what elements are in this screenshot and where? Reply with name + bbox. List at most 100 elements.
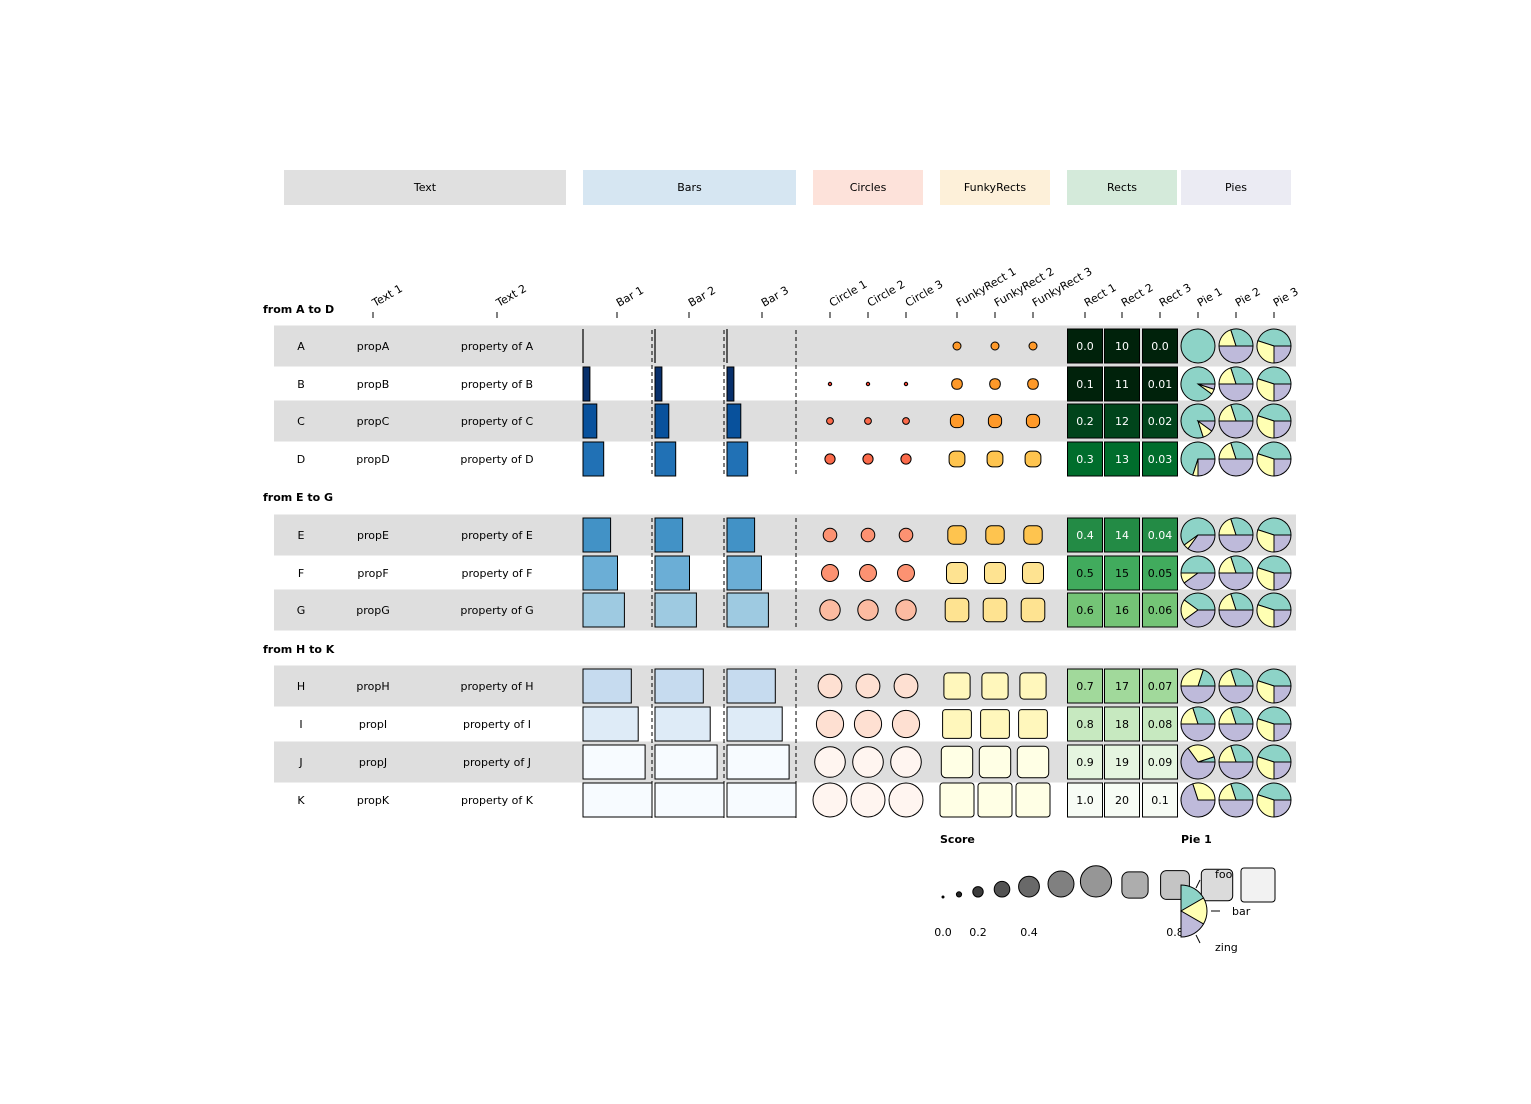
funky-rect-1 [943, 672, 971, 700]
circle-3 [898, 527, 914, 543]
pie-1 [1180, 403, 1216, 439]
pie-2 [1218, 782, 1254, 818]
legend-score-mark [1018, 875, 1040, 898]
pie-slice [1257, 744, 1292, 763]
bar-3 [726, 555, 762, 591]
funky-rect-2 [990, 341, 1000, 351]
funky-rect-2 [989, 378, 1001, 390]
legend-score-mark [1240, 867, 1276, 903]
row-id: B [297, 378, 305, 391]
group-label-circles: Circles [850, 181, 887, 194]
pie-slice [1256, 794, 1275, 818]
circle-2 [850, 782, 886, 818]
rect-3 [1142, 555, 1178, 591]
cell-text-1: propK [357, 794, 390, 807]
legend-score-mark [993, 880, 1011, 898]
legend-score-mark [1047, 870, 1075, 898]
cell-text-2: property of F [461, 567, 532, 580]
funky-rect-3 [1028, 341, 1038, 351]
rect-3 [1142, 441, 1178, 477]
cell-text-2: property of K [461, 794, 534, 807]
pie-slice [1273, 383, 1292, 402]
rect-label-1: 0.1 [1076, 378, 1094, 391]
pie-slice [1230, 668, 1254, 687]
cell-text-1: propJ [359, 756, 387, 769]
cell-text-2: property of G [460, 604, 533, 617]
pie-slice [1256, 415, 1275, 439]
pie-slice [1257, 782, 1292, 801]
funky-rect-3 [1018, 709, 1048, 739]
pie-slice [1230, 744, 1254, 763]
circle-2 [853, 709, 883, 739]
funky-rect-3 [1015, 782, 1051, 818]
pie-slice [1218, 685, 1254, 704]
rect-label-2: 10 [1115, 340, 1129, 353]
rect-3 [1142, 366, 1178, 402]
rect-2 [1104, 328, 1140, 364]
bar-2 [654, 706, 711, 742]
rect-label-2: 11 [1115, 378, 1129, 391]
pie-slice [1256, 567, 1275, 591]
circle-3 [900, 453, 912, 465]
pie-slice [1197, 458, 1216, 477]
rect-1 [1067, 441, 1103, 477]
legend-pie-leader [1195, 934, 1201, 944]
row-group-title: from A to D [263, 303, 334, 316]
rect-2 [1104, 403, 1140, 439]
bar-2 [654, 744, 718, 780]
funky-rect-2 [984, 562, 1006, 584]
legend-score-tick: 0.4 [1020, 926, 1038, 939]
rect-1 [1067, 668, 1103, 704]
rect-2 [1104, 744, 1140, 780]
rect-1 [1067, 706, 1103, 742]
funky-rect-1 [951, 378, 963, 390]
group-label-funkyrects: FunkyRects [964, 181, 1026, 194]
bar-3 [726, 668, 776, 704]
rect-label-1: 0.9 [1076, 756, 1094, 769]
column-header: Rect 1 [1082, 281, 1119, 310]
rect-label-1: 0.2 [1076, 415, 1094, 428]
rect-label-1: 0.7 [1076, 680, 1094, 693]
pie-slice [1230, 706, 1254, 725]
rect-2 [1104, 668, 1140, 704]
legend-score-mark [972, 886, 984, 898]
funky-rect-2 [981, 672, 1009, 700]
pie-slice [1257, 403, 1292, 422]
funky-rect-2 [982, 597, 1008, 623]
pie-3 [1256, 744, 1292, 780]
column-header: Circle 3 [903, 278, 945, 310]
rect-3 [1142, 328, 1178, 364]
funky-rect-3 [1025, 413, 1041, 429]
pie-2 [1218, 706, 1254, 742]
pie-slice [1257, 366, 1292, 385]
rect-label-2: 14 [1115, 529, 1129, 542]
funky-rect-1 [942, 709, 972, 739]
bar-1 [582, 441, 605, 477]
pie-slice [1180, 685, 1216, 704]
pie-2 [1218, 555, 1254, 591]
rect-1 [1067, 744, 1103, 780]
funky-rect-3 [1019, 672, 1047, 700]
legend-score-mark [955, 891, 963, 898]
pie-2 [1218, 517, 1254, 553]
rect-2 [1104, 366, 1140, 402]
bar-2 [654, 366, 663, 402]
rect-3 [1142, 403, 1178, 439]
pie-slice [1256, 680, 1275, 704]
rect-label-1: 0.4 [1076, 529, 1094, 542]
cell-text-2: property of D [460, 453, 533, 466]
rect-1 [1067, 555, 1103, 591]
pie-slice [1230, 517, 1254, 536]
rect-label-2: 20 [1115, 794, 1129, 807]
legend-pie-title: Pie 1 [1181, 833, 1212, 846]
pie-1 [1180, 782, 1216, 818]
pie-slice [1218, 534, 1254, 553]
rect-label-3: 0.06 [1148, 604, 1173, 617]
funky-rect-3 [1027, 378, 1039, 390]
legend-pie-label: bar [1232, 905, 1251, 918]
rect-1 [1067, 782, 1103, 818]
rect-3 [1142, 668, 1178, 704]
pie-slice [1187, 744, 1215, 763]
legend-score-mark [941, 895, 945, 899]
legend-score-mark [1079, 865, 1113, 898]
